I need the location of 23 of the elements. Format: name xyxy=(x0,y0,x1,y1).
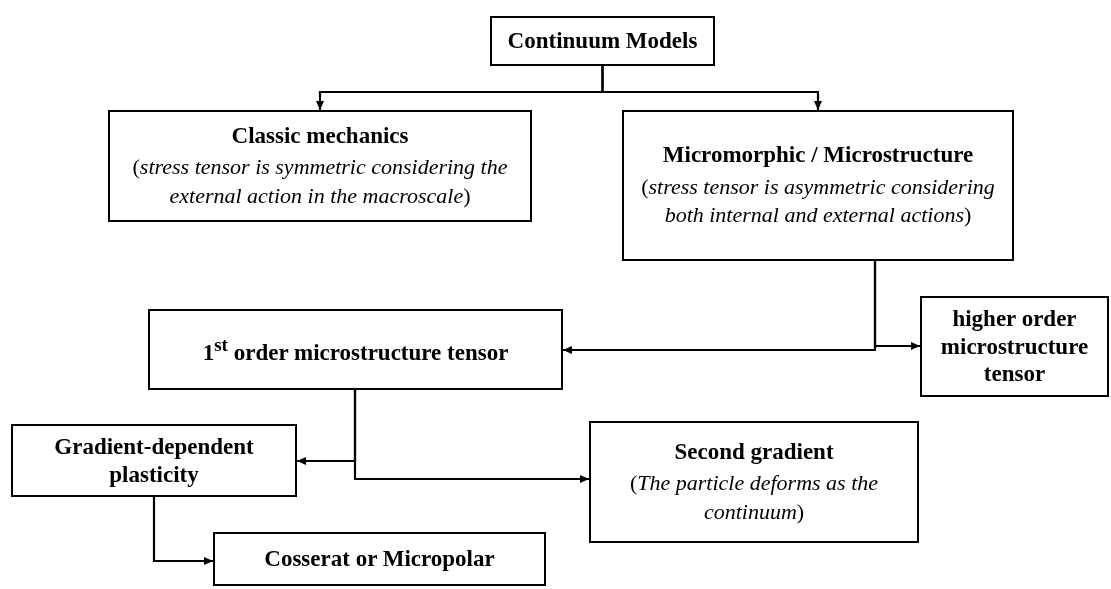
box-title: Classic mechanics xyxy=(231,121,409,150)
process-box xyxy=(622,110,1014,261)
box-title: Second gradient xyxy=(674,437,834,466)
box-title: Continuum Models xyxy=(507,27,698,55)
box-title: Cosserat or Micropolar xyxy=(264,545,495,573)
box-description: (stress tensor is symmetric considering the external action in the macroscale) xyxy=(131,153,509,210)
process-box xyxy=(148,309,563,390)
arrow xyxy=(601,66,822,110)
process-box xyxy=(11,424,297,497)
box-title: Micromorphic / Microstructure xyxy=(662,141,974,169)
box-title: higher order microstructure tensor xyxy=(939,305,1090,388)
process-box xyxy=(490,16,715,66)
process-box xyxy=(213,532,546,586)
box-title: Gradient-dependent plasticity xyxy=(53,432,255,489)
arrow xyxy=(152,497,213,565)
process-box xyxy=(920,296,1109,397)
arrow xyxy=(873,261,920,350)
box-description: (stress tensor is asymmetric considering both internal and external actions) xyxy=(640,172,996,230)
arrow xyxy=(353,390,589,483)
box-title: 1$^{st}$ order microstructure tensor xyxy=(202,332,509,367)
box-description: (The particle deforms as the continuum) xyxy=(628,469,880,526)
process-box xyxy=(108,110,532,222)
process-box xyxy=(589,421,919,543)
